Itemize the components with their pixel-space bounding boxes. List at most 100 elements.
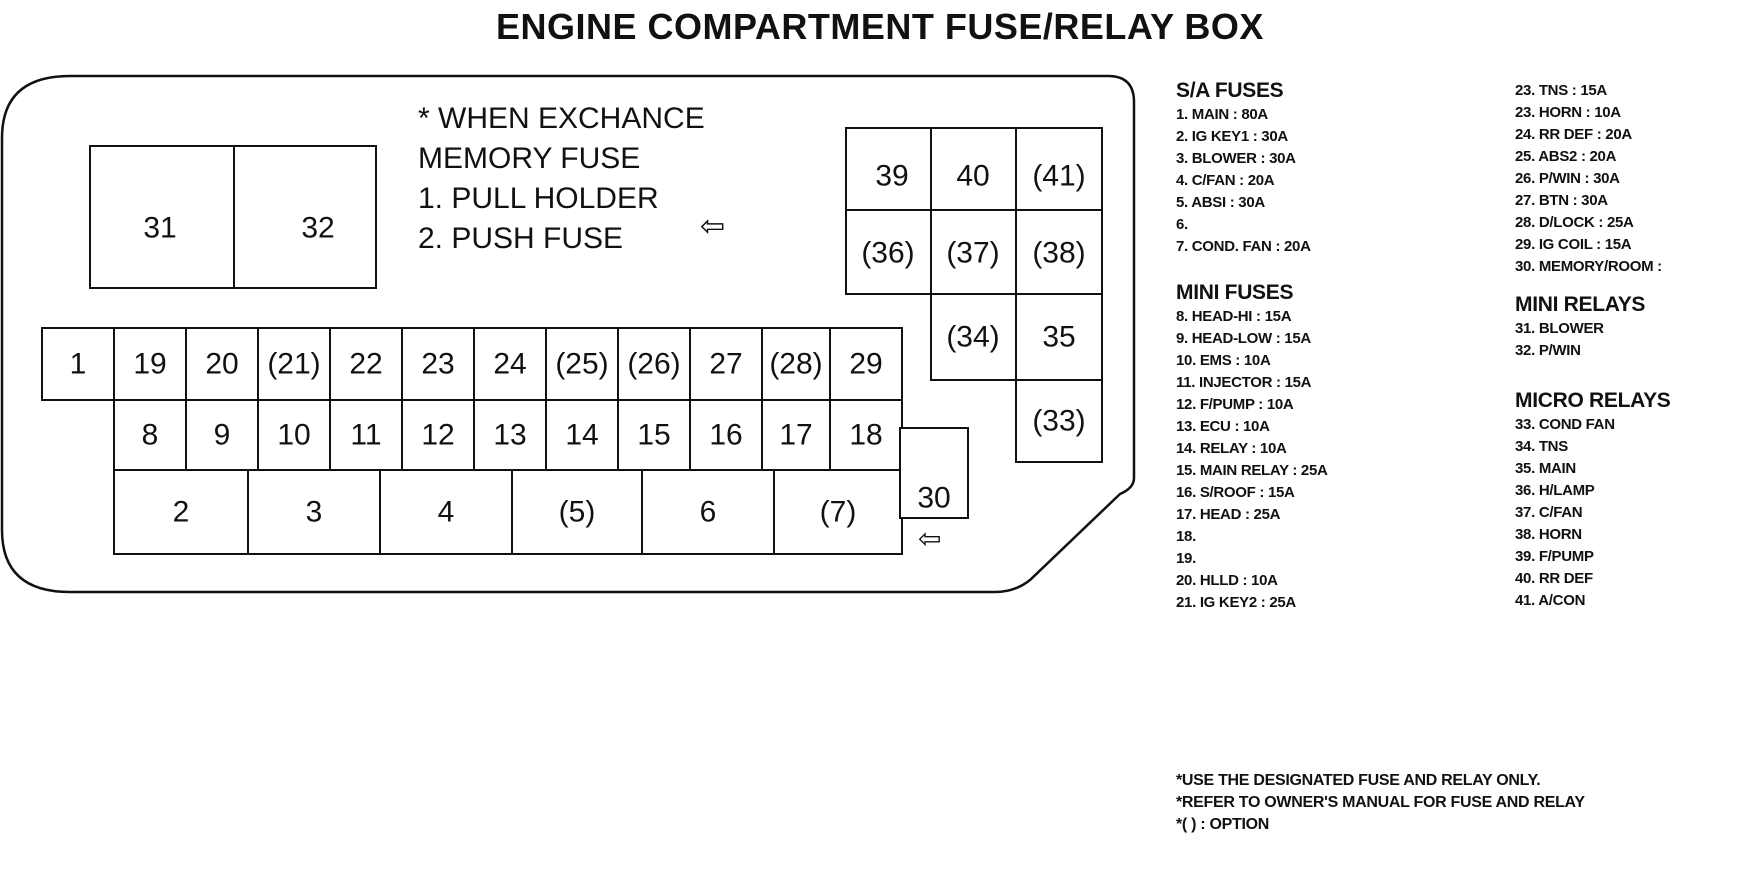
sa-fuses-heading: S/A FUSES	[1176, 79, 1284, 102]
fuse-label: 23	[421, 348, 454, 381]
relay-37-slot	[930, 209, 1017, 295]
relay-31-slot	[89, 145, 235, 289]
relay-36-slot	[845, 209, 932, 295]
fuse-slot	[257, 399, 331, 471]
footer-note: *REFER TO OWNER'S MANUAL FOR FUSE AND RE…	[1176, 794, 1585, 811]
legend-item: 38. HORN	[1515, 526, 1582, 543]
instruction-line-2: MEMORY FUSE	[418, 142, 640, 175]
fuse-slot	[689, 327, 763, 401]
legend-item: 21. IG KEY2 : 25A	[1176, 594, 1296, 611]
sa-fuses-list: 1. MAIN : 80A 2. IG KEY1 : 30A 3. BLOWER :…	[1176, 104, 1328, 258]
legend-item: 12. F/PUMP : 10A	[1176, 396, 1294, 413]
fuse-slot	[545, 399, 619, 471]
fuse-slot	[185, 399, 259, 471]
relay-39-slot	[845, 127, 932, 211]
legend-item: 29. IG COIL : 15A	[1515, 236, 1632, 253]
fuse-label: (26)	[627, 348, 680, 381]
fuse-label: 6	[700, 496, 717, 529]
relay-35-slot	[1015, 293, 1103, 381]
relay-33-label: (33)	[1032, 405, 1085, 438]
micro-relays-heading: MICRO RELAYS	[1515, 389, 1671, 412]
fuse-label: 17	[779, 419, 812, 452]
legend-item: 10. EMS : 10A	[1176, 352, 1271, 369]
fuse-label: 13	[493, 419, 526, 452]
instruction-line-3: 1. PULL HOLDER	[418, 182, 659, 215]
fuse-slot	[545, 327, 619, 401]
relay-32-label: 32	[301, 212, 334, 245]
legend-item: 28. D/LOCK : 25A	[1515, 214, 1634, 231]
fuse-label: 19	[133, 348, 166, 381]
relay-35-label: 35	[1042, 321, 1075, 354]
relay-39-label: 39	[875, 160, 908, 193]
fuse-label: 18	[849, 419, 882, 452]
legend-item: 2. IG KEY1 : 30A	[1176, 128, 1288, 145]
legend-item: 23. HORN : 10A	[1515, 104, 1621, 121]
relay-38-label: (38)	[1032, 237, 1085, 270]
fuse-label: 15	[637, 419, 670, 452]
fuse-slot	[829, 399, 903, 471]
legend-item: 34. TNS	[1515, 438, 1568, 455]
relay-41-label: (41)	[1032, 160, 1085, 193]
legend-item: 25. ABS2 : 20A	[1515, 148, 1617, 165]
fuse-label: 27	[709, 348, 742, 381]
relay-38-slot	[1015, 209, 1103, 295]
fuse-label: 11	[350, 419, 381, 452]
legend-item: 19.	[1176, 550, 1196, 567]
instruction-line-1: * WHEN EXCHANCE	[418, 102, 705, 135]
legend-item: 11. INJECTOR : 15A	[1176, 374, 1312, 391]
relay-34-slot	[930, 293, 1017, 381]
relay-33-slot	[1015, 379, 1103, 463]
legend-item: 6.	[1176, 216, 1188, 233]
legend-item: 35. MAIN	[1515, 460, 1576, 477]
legend-item: 20. HLLD : 10A	[1176, 572, 1278, 589]
legend-item: 33. COND FAN	[1515, 416, 1615, 433]
legend-item: 24. RR DEF : 20A	[1515, 126, 1632, 143]
fuse-label: 22	[349, 348, 382, 381]
legend-item: 8. HEAD-HI : 15A	[1176, 308, 1292, 325]
legend-item: 13. ECU : 10A	[1176, 418, 1270, 435]
legend-item: 15. MAIN RELAY : 25A	[1176, 462, 1328, 479]
footer-note: *USE THE DESIGNATED FUSE AND RELAY ONLY.	[1176, 772, 1541, 789]
legend-item: 26. P/WIN : 30A	[1515, 170, 1620, 187]
relay-36-label: (36)	[861, 237, 914, 270]
fuse-slot	[257, 327, 331, 401]
fuse-label: 1	[70, 348, 87, 381]
fuse-slot	[773, 469, 903, 555]
fuse-slot	[641, 469, 775, 555]
fuse-label: 3	[306, 496, 323, 529]
legend-item: 40. RR DEF	[1515, 570, 1593, 587]
legend-left-column: S/A FUSES 1. MAIN : 80A 2. IG KEY1 : 30A 3…	[1176, 78, 1328, 614]
fuse-label: 4	[438, 496, 455, 529]
fuse-slot	[829, 327, 903, 401]
legend-item: 4. C/FAN : 20A	[1176, 172, 1275, 189]
relay-31-label: 31	[143, 212, 176, 245]
relay-40-label: 40	[956, 160, 989, 193]
fuse-slot	[41, 327, 115, 401]
fuse-slot	[329, 327, 403, 401]
fuse-label: (5)	[559, 496, 596, 529]
legend-item: 3. BLOWER : 30A	[1176, 150, 1296, 167]
fuse-label: (7)	[820, 496, 857, 529]
legend-item: 1. MAIN : 80A	[1176, 106, 1268, 123]
fuse-label: 12	[421, 419, 454, 452]
legend-item: 37. C/FAN	[1515, 504, 1583, 521]
legend-item: 7. COND. FAN : 20A	[1176, 238, 1311, 255]
legend-item: 5. ABSI : 30A	[1176, 194, 1265, 211]
legend-item: 31. BLOWER	[1515, 320, 1604, 337]
fuse-label: 24	[493, 348, 526, 381]
fuse-label: 20	[205, 348, 238, 381]
mini-relays-heading: MINI RELAYS	[1515, 293, 1646, 316]
fuse-slot	[617, 399, 691, 471]
footer-note: *( ) : OPTION	[1176, 816, 1269, 833]
legend-item: 41. A/CON	[1515, 592, 1586, 609]
pull-holder-arrow-icon: ⇦	[700, 210, 725, 243]
mini-fuses-heading: MINI FUSES	[1176, 281, 1294, 304]
fuse-slot	[761, 327, 831, 401]
legend-item: 27. BTN : 30A	[1515, 192, 1608, 209]
